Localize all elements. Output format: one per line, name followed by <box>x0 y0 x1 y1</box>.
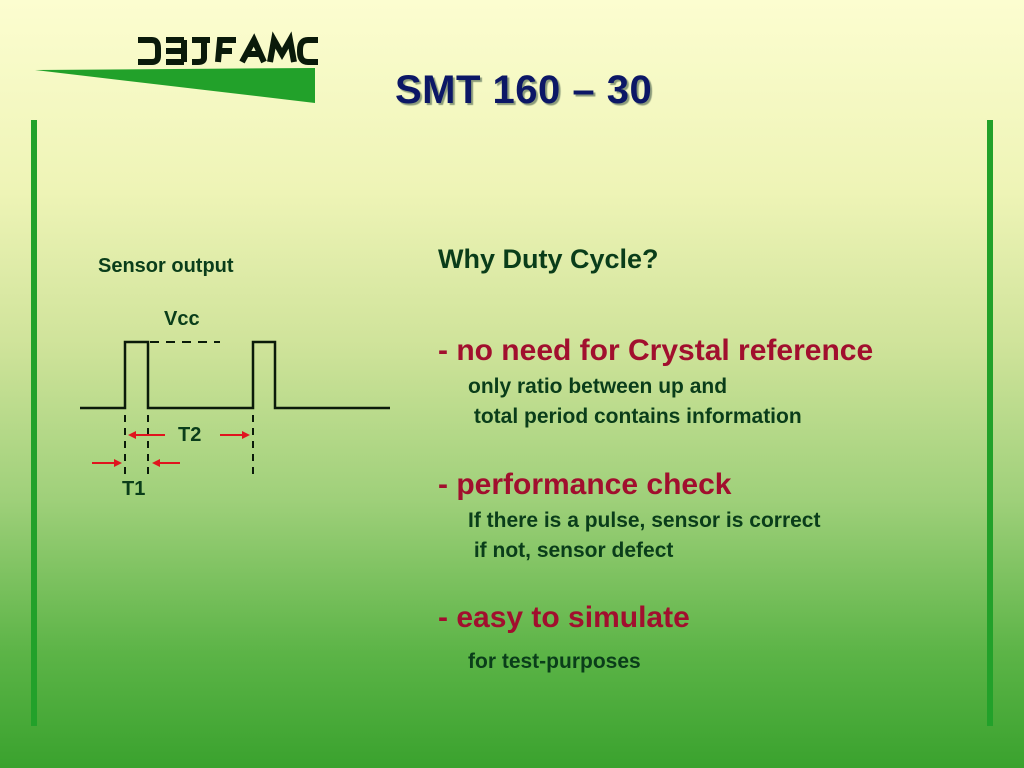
vcc-label: Vcc <box>164 308 200 330</box>
t1-label: T1 <box>122 478 145 500</box>
t2-arrow-right <box>220 431 250 439</box>
point-crystal-reference: - no need for Crystal reference <box>438 334 874 367</box>
logo-green-swoosh <box>35 68 315 103</box>
point-simulate-line-1: for test-purposes <box>468 650 641 673</box>
point-performance-line-2: if not, sensor defect <box>468 539 674 562</box>
point-performance-check: - performance check <box>438 468 732 501</box>
point-crystal-line-2: total period contains information <box>468 405 802 428</box>
logo-wordmark <box>138 31 318 65</box>
t1-arrow-right <box>152 459 180 467</box>
left-green-bar <box>31 120 37 726</box>
sensor-output-diagram: Sensor output Vcc T2 T1 <box>80 255 390 500</box>
right-green-bar <box>987 120 993 726</box>
point-easy-simulate: - easy to simulate <box>438 601 690 634</box>
point-performance-line-1: If there is a pulse, sensor is correct <box>468 509 821 532</box>
company-logo <box>35 31 318 103</box>
pulse-waveform <box>80 340 390 410</box>
diagram-label: Sensor output <box>98 255 234 277</box>
t2-label: T2 <box>178 424 201 446</box>
point-crystal-line-1: only ratio between up and <box>468 375 728 398</box>
slide-title: SMT 160 – 30 <box>395 68 653 112</box>
t1-arrow-left <box>92 459 122 467</box>
panel-heading: Why Duty Cycle? <box>438 244 659 274</box>
t2-arrow-left <box>128 431 165 439</box>
